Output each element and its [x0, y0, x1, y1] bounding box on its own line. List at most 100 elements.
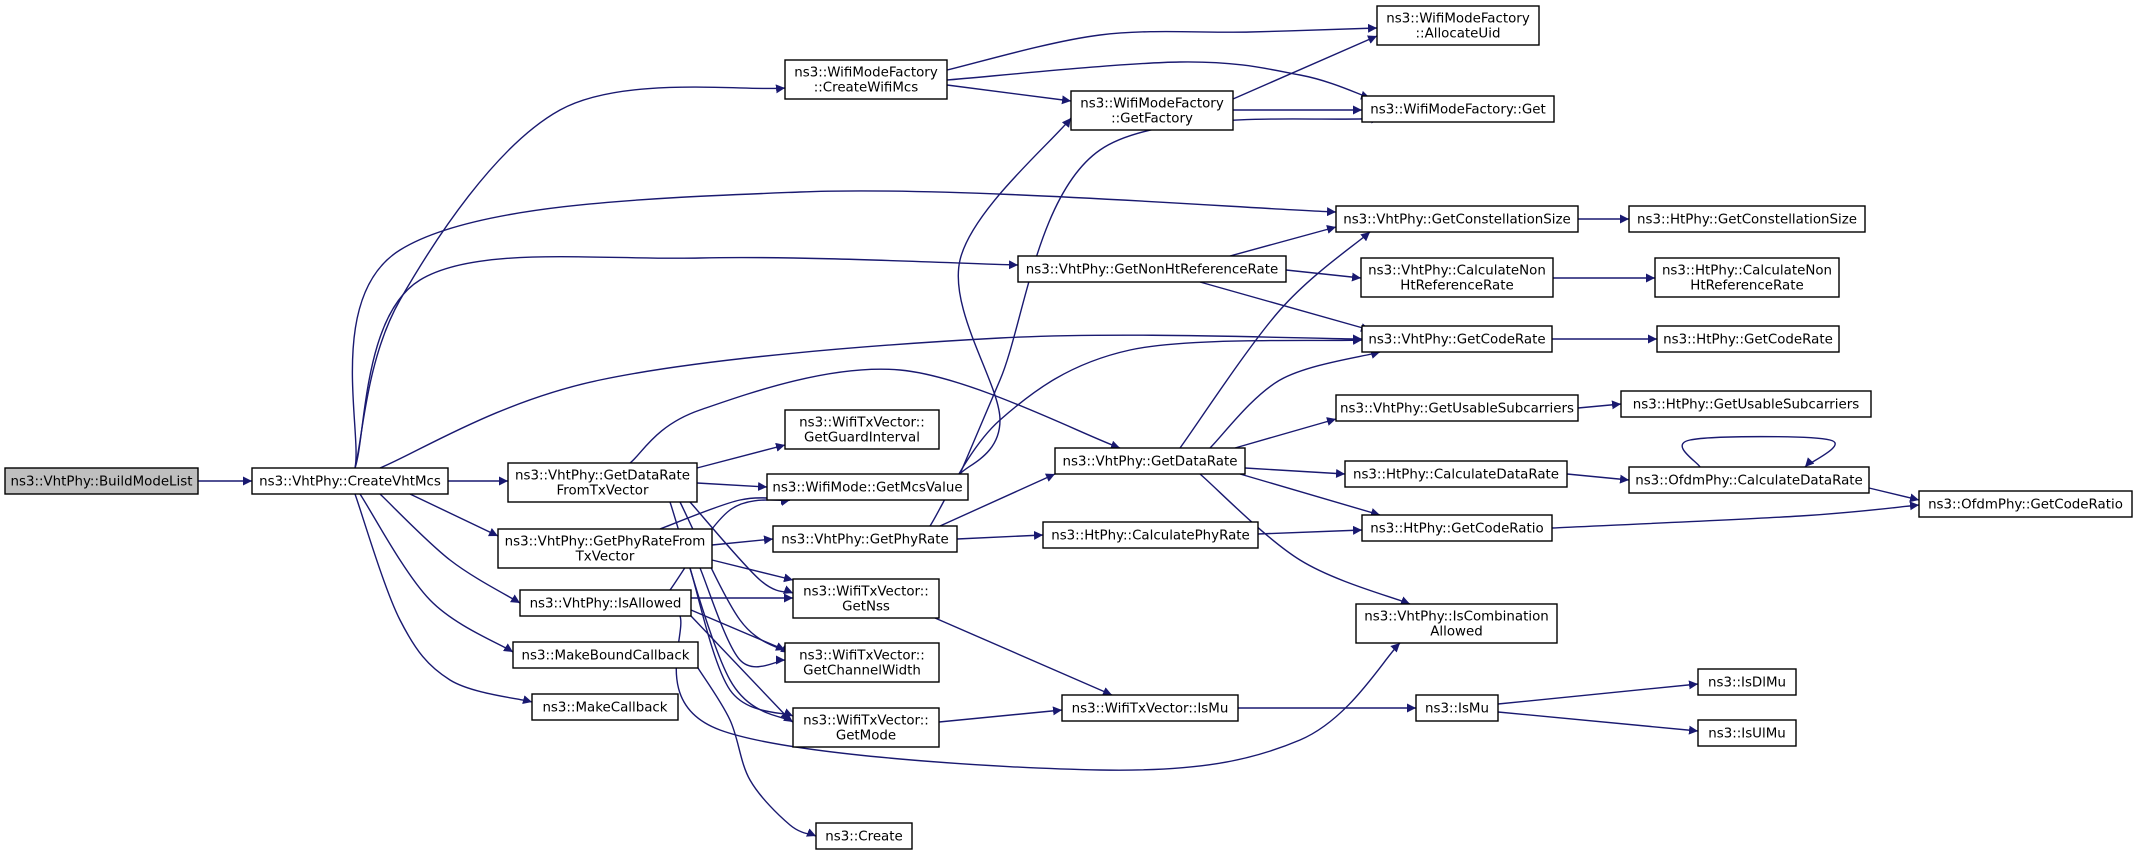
call-edge-from-createWifiMcs — [946, 61, 1371, 100]
node-channelWidth[interactable]: ns3::WifiTxVector::GetChannelWidth — [784, 642, 940, 683]
call-edge-from-vhtGetDataRate — [1239, 473, 1381, 517]
node-label: TxVector — [575, 550, 635, 565]
call-edge-from-createWifiMcs — [946, 23, 1378, 71]
call-edge-from-isAllowed — [690, 609, 786, 651]
node-ofdmCalcDataRate[interactable]: ns3::OfdmPhy::CalculateDataRate — [1628, 466, 1870, 494]
call-edge-from-createWifiMcs — [946, 84, 1072, 105]
call-edge-from-getMode — [938, 706, 1063, 723]
node-build[interactable]: ns3::VhtPhy::BuildModeList — [4, 467, 199, 495]
node-createVhtMcs[interactable]: ns3::VhtPhy::CreateVhtMcs — [251, 467, 449, 495]
node-label: HtReferenceRate — [1400, 279, 1513, 294]
node-isAllowed[interactable]: ns3::VhtPhy::IsAllowed — [519, 589, 692, 617]
node-create[interactable]: ns3::Create — [815, 822, 913, 850]
node-getFactory[interactable]: ns3::WifiModeFactory::GetFactory — [1070, 90, 1234, 131]
call-edge-from-ofdmCalcDataRate — [1868, 487, 1920, 503]
call-edge-from-getPhyRateFromTx — [711, 559, 794, 583]
node-factoryGet[interactable]: ns3::WifiModeFactory::Get — [1361, 95, 1555, 123]
node-vhtCodeRate[interactable]: ns3::VhtPhy::GetCodeRate — [1361, 325, 1553, 353]
node-htUsable[interactable]: ns3::HtPhy::GetUsableSubcarriers — [1620, 390, 1872, 418]
node-box — [1918, 490, 2133, 518]
node-ofdmCodeRatio[interactable]: ns3::OfdmPhy::GetCodeRatio — [1918, 490, 2133, 518]
node-label: ::CreateWifiMcs — [814, 81, 919, 96]
node-isUlMu[interactable]: ns3::IsUlMu — [1697, 719, 1797, 747]
function-nodes: ns3::VhtPhy::BuildModeList ns3::VhtPhy::C… — [4, 5, 2133, 850]
node-label: ns3::Create — [825, 830, 903, 845]
node-vhtUsable[interactable]: ns3::VhtPhy::GetUsableSubcarriers — [1335, 394, 1579, 422]
node-box — [4, 467, 199, 495]
node-makeBound[interactable]: ns3::MakeBoundCallback — [512, 641, 699, 669]
node-getMode[interactable]: ns3::WifiTxVector::GetMode — [792, 707, 940, 748]
node-createWifiMcs[interactable]: ns3::WifiModeFactory::CreateWifiMcs — [784, 59, 948, 100]
node-allocateUid[interactable]: ns3::WifiModeFactory::AllocateUid — [1376, 5, 1540, 46]
node-makeCallback[interactable]: ns3::MakeCallback — [531, 693, 679, 721]
node-box — [1042, 521, 1259, 549]
call-edge-from-vhtGetDataRate — [1199, 473, 1411, 605]
node-box — [1376, 5, 1540, 46]
node-label: ns3::OfdmPhy::GetCodeRatio — [1928, 498, 2123, 513]
node-box — [1335, 205, 1579, 233]
node-isDlMu[interactable]: ns3::IsDlMu — [1697, 668, 1797, 696]
node-label: ns3::HtPhy::GetCodeRatio — [1370, 522, 1543, 537]
node-label: ns3::WifiTxVector:: — [803, 585, 929, 600]
node-htCodeRate[interactable]: ns3::HtPhy::GetCodeRate — [1656, 325, 1840, 353]
node-vhtGetDataRate[interactable]: ns3::VhtPhy::GetDataRate — [1054, 447, 1246, 475]
node-label: ns3::VhtPhy::GetPhyRate — [781, 533, 949, 548]
node-label: FromTxVector — [557, 484, 649, 499]
call-edge-from-createVhtMcs — [354, 84, 786, 469]
node-label: ns3::WifiModeFactory — [1080, 97, 1224, 112]
call-edge-from-vhtGetDataRate — [1209, 350, 1381, 449]
node-vhtNonHtRef[interactable]: ns3::VhtPhy::GetNonHtReferenceRate — [1017, 255, 1287, 283]
node-htCalcDataRate[interactable]: ns3::HtPhy::CalculateDataRate — [1344, 460, 1568, 488]
node-label: ::AllocateUid — [1416, 27, 1501, 42]
call-edge-from-createVhtMcs — [354, 255, 1019, 469]
node-box — [1415, 694, 1499, 722]
node-box — [815, 822, 913, 850]
node-box — [531, 693, 679, 721]
node-guardInterval[interactable]: ns3::WifiTxVector::GetGuardInterval — [784, 409, 940, 450]
call-edge-from-vhtUsable — [1577, 400, 1622, 410]
node-label: ns3::VhtPhy::CreateVhtMcs — [259, 475, 441, 490]
call-edge-from-getPhyRateFromTx — [711, 535, 774, 546]
node-label: ns3::VhtPhy::GetCodeRate — [1368, 333, 1545, 348]
node-htCodeRatio[interactable]: ns3::HtPhy::GetCodeRatio — [1361, 514, 1553, 542]
node-label: ns3::WifiModeFactory::Get — [1370, 103, 1545, 118]
node-box — [507, 462, 698, 503]
node-vhtGetPhyRate[interactable]: ns3::VhtPhy::GetPhyRate — [772, 525, 958, 553]
node-getNss[interactable]: ns3::WifiTxVector::GetNss — [792, 578, 940, 619]
node-label: ns3::WifiTxVector::IsMu — [1072, 702, 1229, 717]
node-box — [1054, 447, 1246, 475]
call-edge-from-createVhtMcs — [379, 493, 521, 604]
node-box — [1656, 325, 1840, 353]
node-box — [1344, 460, 1568, 488]
node-label: ns3::IsUlMu — [1708, 727, 1786, 742]
node-box — [792, 578, 940, 619]
node-vhtConstSize[interactable]: ns3::VhtPhy::GetConstellationSize — [1335, 205, 1579, 233]
call-edge-from-vhtNonHtRef — [1229, 225, 1337, 257]
node-label: ns3::WifiTxVector:: — [803, 714, 929, 729]
node-box — [1697, 668, 1797, 696]
node-htConstSize[interactable]: ns3::HtPhy::GetConstellationSize — [1628, 205, 1866, 233]
call-edge-from-vhtGetPhyRate — [939, 473, 1056, 527]
node-getMcsValue[interactable]: ns3::WifiMode::GetMcsValue — [766, 473, 969, 501]
call-edge-from-isAllowed — [675, 615, 1401, 771]
node-label: ns3::VhtPhy::IsCombination — [1364, 610, 1549, 625]
call-edge-from-getDataRateFromTx — [696, 442, 786, 469]
node-box — [1654, 257, 1840, 298]
call-edge-from-getFactory — [1232, 35, 1378, 100]
node-txIsMu[interactable]: ns3::WifiTxVector::IsMu — [1061, 694, 1239, 722]
call-edge-from-getDataRateFromTx — [696, 481, 768, 491]
node-box — [1628, 466, 1870, 494]
node-label: ::GetFactory — [1111, 112, 1193, 127]
call-edge-from-vhtGetDataRate — [1179, 231, 1371, 449]
call-edge-from-vhtNonHtRef — [1285, 269, 1362, 282]
node-label: ns3::OfdmPhy::CalculateDataRate — [1635, 474, 1863, 489]
node-label: ns3::IsMu — [1425, 702, 1489, 717]
node-htCalcPhyRate[interactable]: ns3::HtPhy::CalculatePhyRate — [1042, 521, 1259, 549]
node-isMu[interactable]: ns3::IsMu — [1415, 694, 1499, 722]
